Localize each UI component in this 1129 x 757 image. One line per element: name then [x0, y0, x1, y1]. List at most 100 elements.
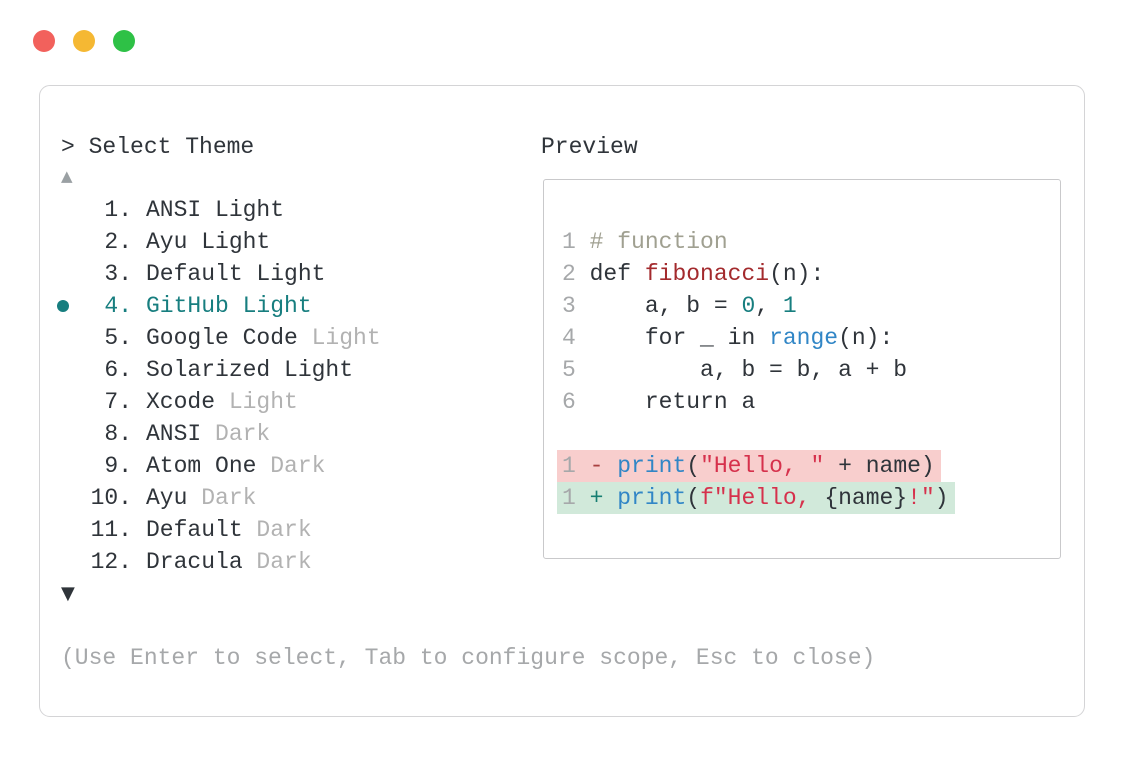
- token-num: 0: [741, 293, 756, 319]
- token-ln: 1: [562, 229, 576, 255]
- token-bi: print: [617, 453, 687, 479]
- selection-bullet: [52, 354, 76, 386]
- token-t: [576, 357, 590, 383]
- token-t: + name): [824, 453, 935, 479]
- theme-variant-muted: Light: [297, 325, 381, 351]
- theme-label: Atom One Dark: [146, 453, 326, 479]
- selection-bullet: [52, 322, 76, 354]
- theme-label: Solarized Light: [146, 357, 354, 383]
- selection-bullet: [52, 418, 76, 450]
- theme-variant-muted: Dark: [242, 517, 312, 543]
- theme-option-ayu-light[interactable]: 2. Ayu Light: [52, 226, 381, 258]
- selection-bullet: [52, 226, 76, 258]
- selection-bullet: [52, 450, 76, 482]
- selection-bullet: [52, 386, 76, 418]
- theme-label: Default Light: [146, 261, 326, 287]
- token-ln: 4: [562, 325, 576, 351]
- token-ln: 3: [562, 293, 576, 319]
- diff-line-del: 1 - print("Hello, " + name): [557, 450, 941, 482]
- theme-label: Xcode Light: [146, 389, 298, 415]
- theme-label: ANSI Light: [146, 197, 285, 223]
- scroll-up-icon[interactable]: ▲: [61, 167, 73, 185]
- theme-option-atom-one[interactable]: 9. Atom One Dark: [52, 450, 381, 482]
- theme-option-ayu[interactable]: 10. Ayu Dark: [52, 482, 381, 514]
- token-t: a, b =: [589, 293, 742, 319]
- code-line: [562, 418, 1060, 450]
- theme-option-github-light[interactable]: 4.GitHub Light: [52, 290, 381, 322]
- select-theme-prompt: > Select Theme: [61, 134, 255, 160]
- token-t: (: [686, 485, 701, 511]
- theme-label: Ayu Light: [146, 229, 271, 255]
- theme-option-solarized-light[interactable]: 6. Solarized Light: [52, 354, 381, 386]
- theme-label: Default Dark: [146, 517, 312, 543]
- theme-option-google-code[interactable]: 5. Google Code Light: [52, 322, 381, 354]
- theme-label: Dracula Dark: [146, 549, 312, 575]
- token-t: [576, 261, 590, 287]
- theme-number: 6.: [104, 357, 132, 383]
- theme-variant-muted: Dark: [201, 421, 271, 447]
- theme-number: 10.: [90, 485, 132, 511]
- window-controls: [33, 30, 135, 52]
- zoom-button[interactable]: [113, 30, 135, 52]
- theme-label: Ayu Dark: [146, 485, 257, 511]
- theme-number: 9.: [104, 453, 132, 479]
- theme-number: 11.: [90, 517, 132, 543]
- token-t: for _ in: [589, 325, 770, 351]
- token-ln: 1: [562, 485, 576, 511]
- token-ln: 2: [562, 261, 576, 287]
- theme-variant-muted: Dark: [187, 485, 257, 511]
- scroll-down-icon[interactable]: ▼: [61, 583, 75, 604]
- token-str: "Hello, ": [700, 453, 825, 479]
- token-ln: 5: [562, 357, 576, 383]
- token-t: def: [589, 261, 645, 287]
- token-t: (n):: [769, 261, 825, 287]
- preview-title: Preview: [541, 134, 638, 160]
- selection-bullet: [52, 258, 76, 290]
- selection-bullet: [52, 290, 76, 322]
- token-str: f"Hello,: [700, 485, 825, 511]
- selection-bullet: [52, 482, 76, 514]
- token-t: [576, 293, 590, 319]
- token-t: [576, 453, 590, 479]
- theme-variant-muted: Dark: [256, 453, 326, 479]
- token-t: ): [934, 485, 949, 511]
- token-t: [576, 229, 590, 255]
- theme-label: Google Code Light: [146, 325, 381, 351]
- selection-bullet: [52, 514, 76, 546]
- theme-picker-window: > Select Theme Preview ▲ 1.ANSI Light 2. A…: [39, 85, 1085, 717]
- token-bi: print: [617, 485, 687, 511]
- token-com: # function: [589, 229, 728, 255]
- theme-option-xcode[interactable]: 7.Xcode Light: [52, 386, 381, 418]
- code-line: 2 def fibonacci(n):: [562, 258, 1060, 290]
- theme-variant-muted: Dark: [242, 549, 312, 575]
- theme-option-default-light[interactable]: 3.Default Light: [52, 258, 381, 290]
- code-line: 4 for _ in range(n):: [562, 322, 1060, 354]
- selection-bullet: [52, 194, 76, 226]
- token-t: [603, 485, 617, 511]
- diff-line-ins: 1 + print(f"Hello, {name}!"): [557, 482, 955, 514]
- token-t: {name}: [824, 485, 908, 511]
- theme-label: ANSI Dark: [146, 421, 271, 447]
- theme-option-default[interactable]: 11. Default Dark: [52, 514, 381, 546]
- code-line: 1 # function: [562, 226, 1060, 258]
- token-fn: fibonacci: [644, 261, 770, 287]
- theme-number: 8.: [104, 421, 132, 447]
- theme-variant-muted: Light: [215, 389, 298, 415]
- token-t: return a: [589, 389, 756, 415]
- theme-option-ansi-light[interactable]: 1.ANSI Light: [52, 194, 381, 226]
- close-button[interactable]: [33, 30, 55, 52]
- token-t: a, b = b, a + b: [589, 357, 908, 383]
- theme-number: 12.: [90, 549, 132, 575]
- selection-bullet: [52, 546, 76, 578]
- token-ln: 6: [562, 389, 576, 415]
- theme-number: 4.: [104, 293, 132, 319]
- token-ln: 1: [562, 453, 576, 479]
- theme-number: 5.: [104, 325, 132, 351]
- theme-option-dracula[interactable]: 12. Dracula Dark: [52, 546, 381, 578]
- minimize-button[interactable]: [73, 30, 95, 52]
- theme-option-ansi[interactable]: 8. ANSI Dark: [52, 418, 381, 450]
- token-t: [576, 485, 590, 511]
- theme-number: 2.: [104, 229, 132, 255]
